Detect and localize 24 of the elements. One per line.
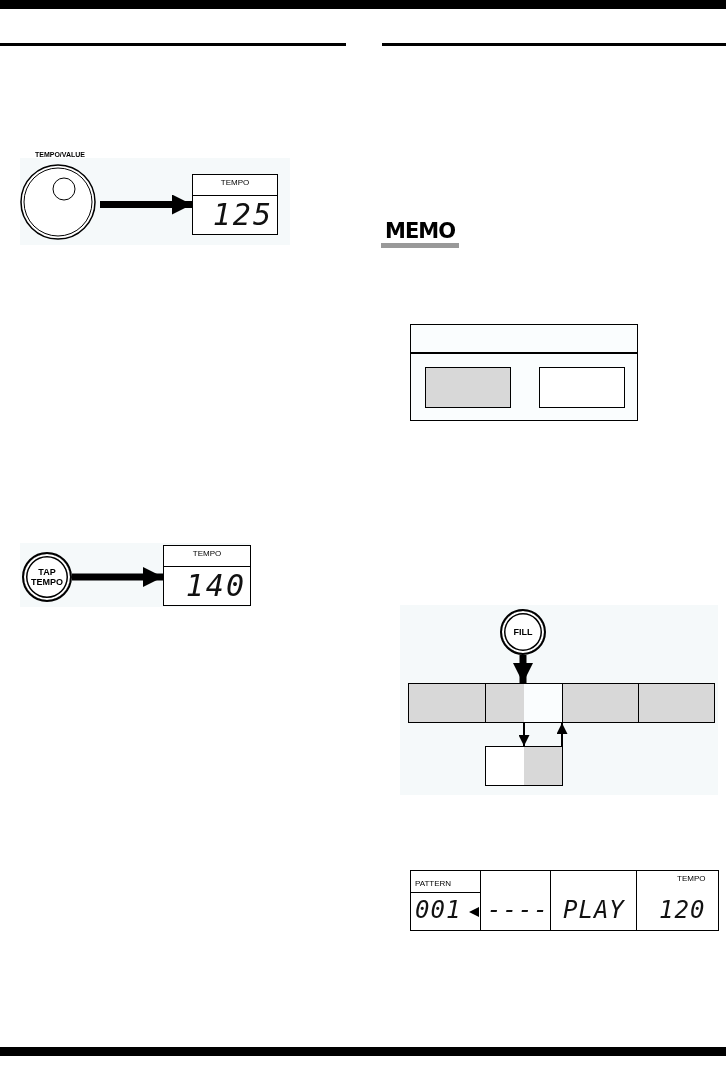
- screen-field: [425, 367, 511, 408]
- display-label: PATTERN: [415, 879, 452, 888]
- screen-frame: [410, 324, 638, 421]
- display-label: TEMPO: [191, 549, 223, 558]
- display-value: 001: [415, 895, 462, 925]
- screen-field: [539, 367, 625, 408]
- display-value: PLAY: [563, 895, 625, 925]
- lcd-display: [163, 545, 251, 606]
- fill-segment: [485, 746, 563, 786]
- display-value: 125: [212, 197, 273, 233]
- arrow: [72, 567, 163, 587]
- lcd-display: [192, 174, 278, 235]
- arrow: [556, 722, 568, 747]
- display-label: TEMPO: [219, 178, 251, 187]
- pattern-segment: [408, 683, 486, 723]
- arrow: [518, 722, 530, 747]
- display-value: 140: [185, 568, 246, 604]
- display-value: ----: [487, 895, 549, 925]
- display-label: TEMPO: [677, 874, 706, 883]
- pattern-segment: [562, 683, 639, 723]
- display-value: 120: [659, 895, 706, 925]
- pattern-segment: [485, 683, 563, 723]
- pattern-segment: [638, 683, 715, 723]
- arrow: [513, 655, 533, 683]
